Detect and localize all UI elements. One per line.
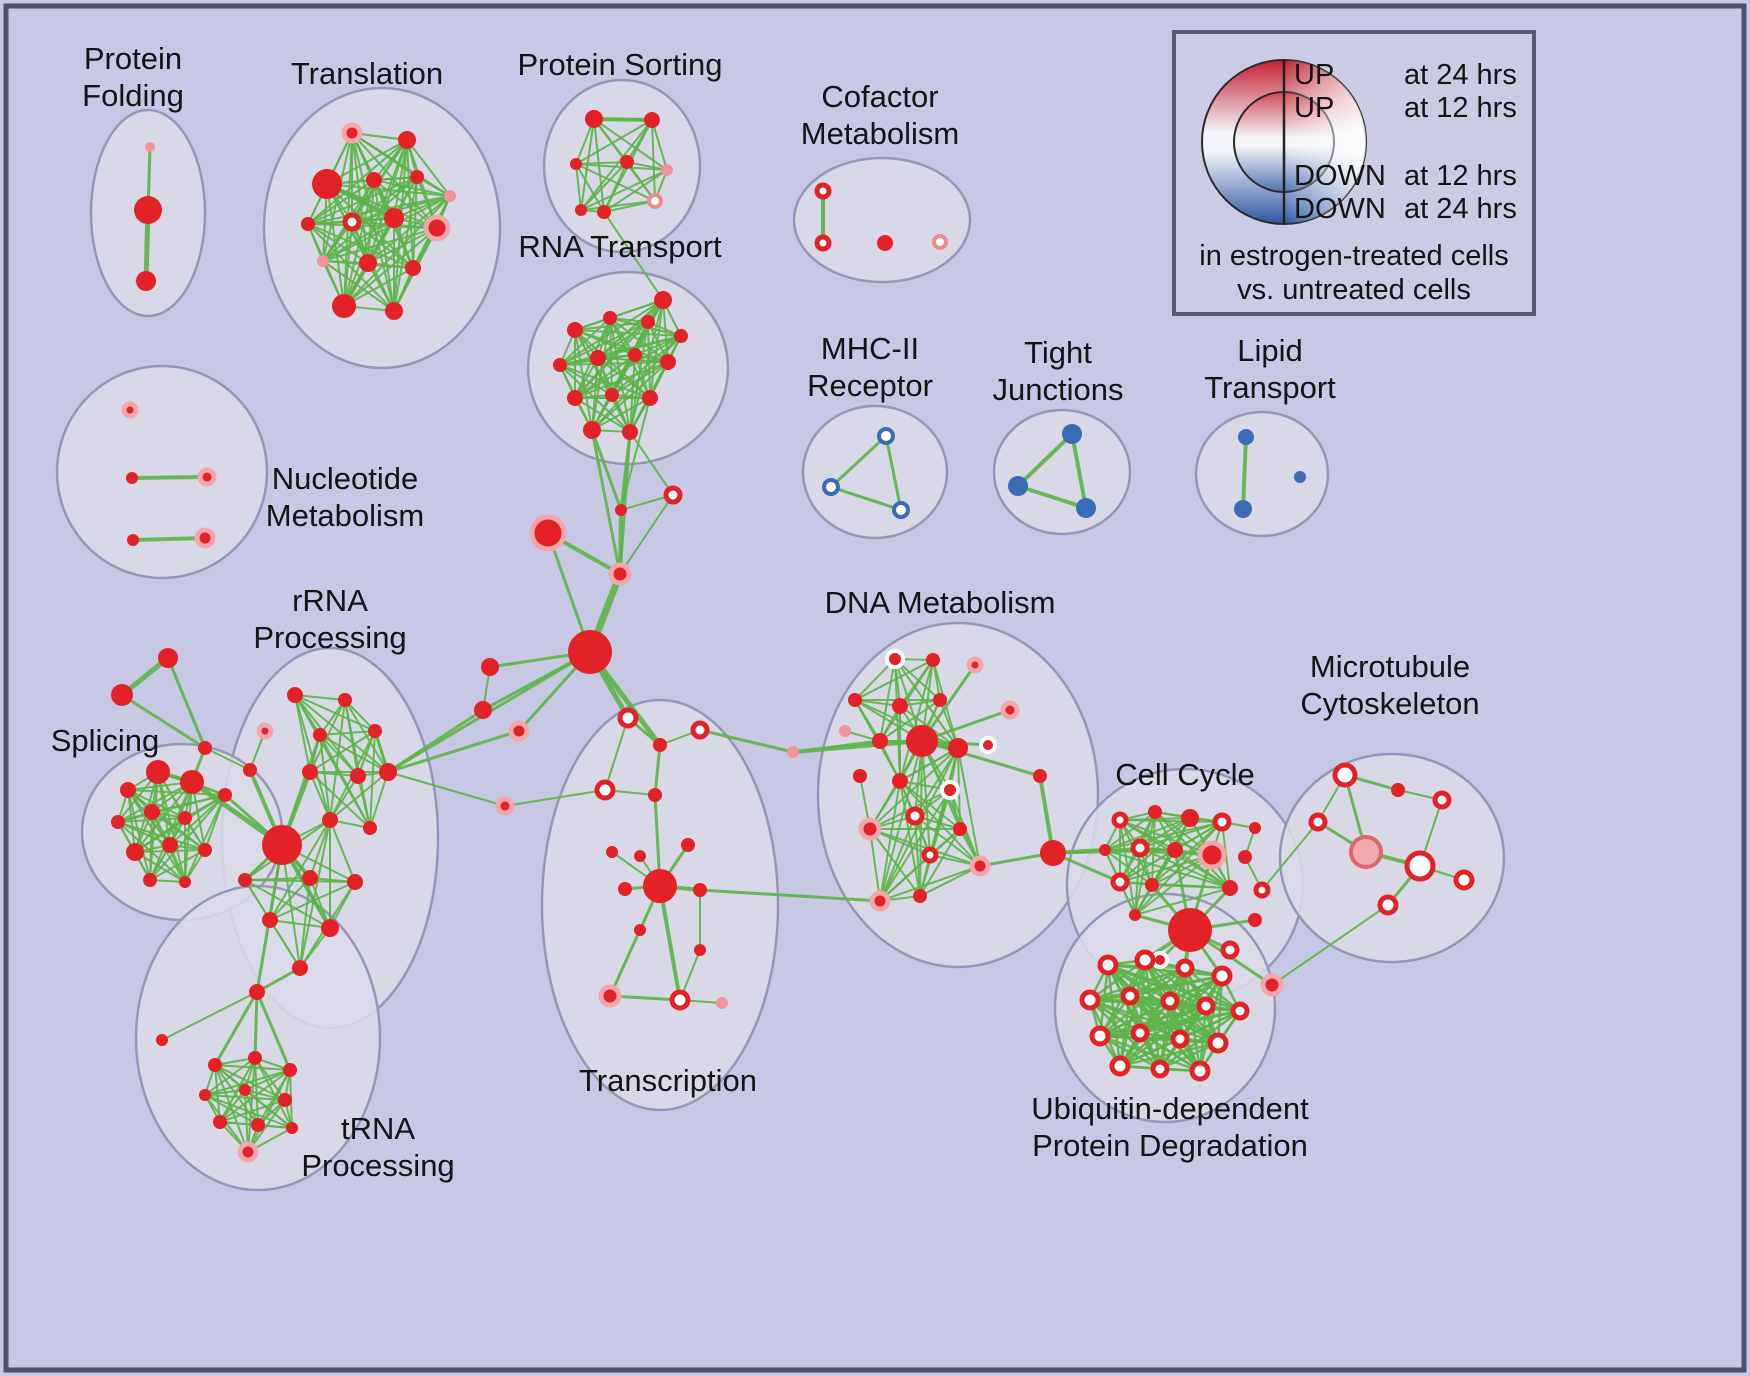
label-line: Processing <box>301 1148 455 1183</box>
label-line: Folding <box>82 78 184 113</box>
label-line: Tight <box>1024 335 1092 370</box>
cluster-label-rrna-processing: rRNA Processing <box>253 582 406 656</box>
label-line: Transport <box>1204 370 1336 405</box>
cluster-label-lipid-transport: Lipid Transport <box>1204 332 1336 406</box>
label-line: DNA Metabolism <box>824 585 1056 620</box>
label-line: Protein <box>83 41 183 76</box>
label-line: tRNA <box>340 1111 416 1146</box>
label-line: Ubiquitin-dependent <box>1031 1091 1309 1126</box>
label-line: Cofactor <box>821 79 939 114</box>
cluster-label-protein-sorting: Protein Sorting <box>517 46 722 83</box>
label-line: Microtubule <box>1309 649 1471 684</box>
label-line: Protein Degradation <box>1032 1128 1308 1163</box>
cluster-label-mhc-ii-receptor: MHC-II Receptor <box>807 330 933 404</box>
label-line: Metabolism <box>265 498 425 533</box>
legend-time: at 12 hrs <box>1404 92 1517 124</box>
cluster-label-trna-processing: tRNA Processing <box>301 1110 454 1184</box>
cluster-label-protein-folding: Protein Folding <box>82 40 184 114</box>
legend-time: at 24 hrs <box>1404 59 1517 91</box>
legend-caption: in estrogen-treated cells <box>1199 240 1509 272</box>
legend-caption: vs. untreated cells <box>1237 274 1471 306</box>
legend-direction: DOWN <box>1294 193 1386 225</box>
label-line: Lipid <box>1237 333 1303 368</box>
cluster-label-cofactor-metabolism: Cofactor Metabolism <box>801 78 960 152</box>
cluster-label-rna-transport: RNA Transport <box>518 228 721 265</box>
legend-direction: DOWN <box>1294 160 1386 192</box>
label-line: Receptor <box>807 368 933 403</box>
cluster-label-translation: Translation <box>291 55 443 92</box>
label-line: Junctions <box>992 372 1124 407</box>
label-line: Splicing <box>50 723 160 758</box>
cluster-label-tight-junctions: Tight Junctions <box>993 334 1124 408</box>
label-line: RNA Transport <box>518 229 722 264</box>
legend-time: at 24 hrs <box>1404 193 1517 225</box>
cluster-label-microtubule-cytoskeleton: Microtubule Cytoskeleton <box>1300 648 1479 722</box>
legend-direction: UP <box>1294 92 1335 124</box>
cluster-label-dna-metabolism: DNA Metabolism <box>825 584 1056 621</box>
cluster-label-cell-cycle: Cell Cycle <box>1115 756 1255 793</box>
cluster-label-transcription: Transcription <box>579 1062 757 1099</box>
label-line: Nucleotide <box>271 461 419 496</box>
cluster-label-ubiquitin-degradation: Ubiquitin-dependent Protein Degradation <box>1031 1090 1309 1164</box>
cluster-label-splicing: Splicing <box>51 722 160 759</box>
label-line: rRNA <box>292 583 368 618</box>
legend-time: at 12 hrs <box>1404 160 1517 192</box>
legend-box: UP at 24 hrs UP at 12 hrs DOWN at 12 hrs… <box>1172 30 1536 316</box>
label-line: Cytoskeleton <box>1300 686 1480 721</box>
cluster-label-nucleotide-metabolism: Nucleotide Metabolism <box>266 460 425 534</box>
label-line: Protein Sorting <box>517 47 723 82</box>
label-line: Translation <box>290 56 444 91</box>
label-line: Cell Cycle <box>1115 757 1255 792</box>
legend-direction: UP <box>1294 59 1335 91</box>
label-line: MHC-II <box>820 331 920 366</box>
up-down-gradient-icon <box>1201 59 1367 225</box>
label-line: Transcription <box>578 1063 758 1098</box>
label-line: Processing <box>253 620 407 655</box>
label-line: Metabolism <box>800 116 960 151</box>
